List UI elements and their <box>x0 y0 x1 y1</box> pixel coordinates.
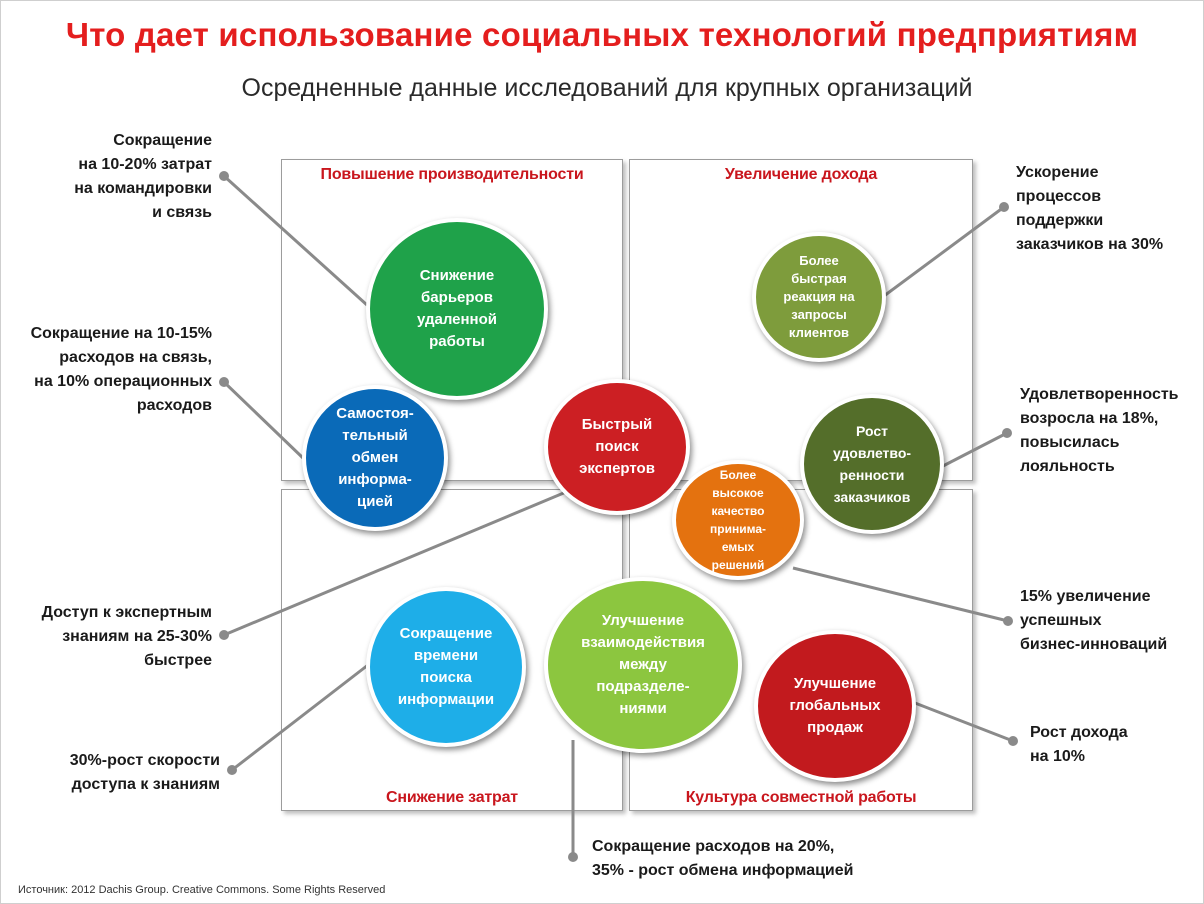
connector-dot-support-speed <box>999 202 1009 212</box>
note-cost-exchange: Сокращение расходов на 20%, 35% - рост о… <box>592 838 854 879</box>
connector-support-speed <box>883 205 1005 298</box>
connector-dot-knowledge-speed <box>227 765 237 775</box>
note-innovation: 15% увеличение успешных бизнес-инноваций <box>1020 588 1168 653</box>
note-revenue: Рост дохода на 10% <box>1030 724 1128 765</box>
connector-expert-access <box>223 490 567 637</box>
circle-satisfaction-growth: Рост удовлетво- ренности заказчиков <box>800 394 944 534</box>
circle-interaction: Улучшение взаимодействия между подраздел… <box>544 577 742 753</box>
connector-travel-costs <box>222 174 369 307</box>
connector-knowledge-speed <box>231 663 369 772</box>
connector-dot-expert-access <box>219 630 229 640</box>
circle-search-time: Сокращение времени поиска информации <box>366 587 526 747</box>
slide-title: Что дает использование социальных технол… <box>65 16 1139 53</box>
note-expert-access: Доступ к экспертным знаниям на 25-30% бы… <box>41 604 212 669</box>
circle-expert-search: Быстрый поиск экспертов <box>544 379 690 515</box>
circle-self-exchange: Самостоя- тельный обмен информа- цией <box>302 385 448 531</box>
note-comm-costs: Сокращение на 10-15% расходов на связь, … <box>30 325 212 414</box>
circle-remote-barriers: Снижение барьеров удаленной работы <box>366 218 548 400</box>
note-satisfaction: Удовлетворенность возросла на 18%, повыс… <box>1020 386 1179 475</box>
connector-dot-comm-costs <box>219 377 229 387</box>
circle-global-sales: Улучшение глобальных продаж <box>754 630 916 782</box>
connector-dot-innovation <box>1003 616 1013 626</box>
note-support-speed: Ускорение процессов поддержки заказчиков… <box>1016 164 1164 253</box>
quadrant-label-cost-reduction: Снижение затрат <box>386 789 518 806</box>
slide-subtitle: Осредненные данные исследований для круп… <box>241 74 973 102</box>
connector-satisfaction <box>942 431 1008 468</box>
note-travel-costs: Сокращение на 10-20% затрат на командиро… <box>74 132 212 221</box>
quadrant-label-revenue: Увеличение дохода <box>724 166 878 183</box>
connector-dot-travel-costs <box>219 171 229 181</box>
quadrant-label-collaboration: Культура совместной работы <box>685 789 917 806</box>
connector-dot-satisfaction <box>1002 428 1012 438</box>
note-knowledge-speed: 30%-рост скорости доступа к знаниям <box>69 752 220 793</box>
connector-comm-costs <box>222 380 305 460</box>
connector-innovation <box>792 566 1009 623</box>
connector-dot-cost-exchange <box>568 852 578 862</box>
source-credit: Источник: 2012 Dachis Group. Creative Co… <box>18 884 386 896</box>
circle-faster-response: Более быстрая реакция на запросы клиенто… <box>752 232 886 362</box>
circle-decision-quality: Более высокое качество принима- емых реш… <box>672 460 804 580</box>
connector-dot-revenue <box>1008 736 1018 746</box>
connector-revenue <box>914 701 1014 743</box>
quadrant-label-productivity: Повышение производительности <box>320 166 584 183</box>
